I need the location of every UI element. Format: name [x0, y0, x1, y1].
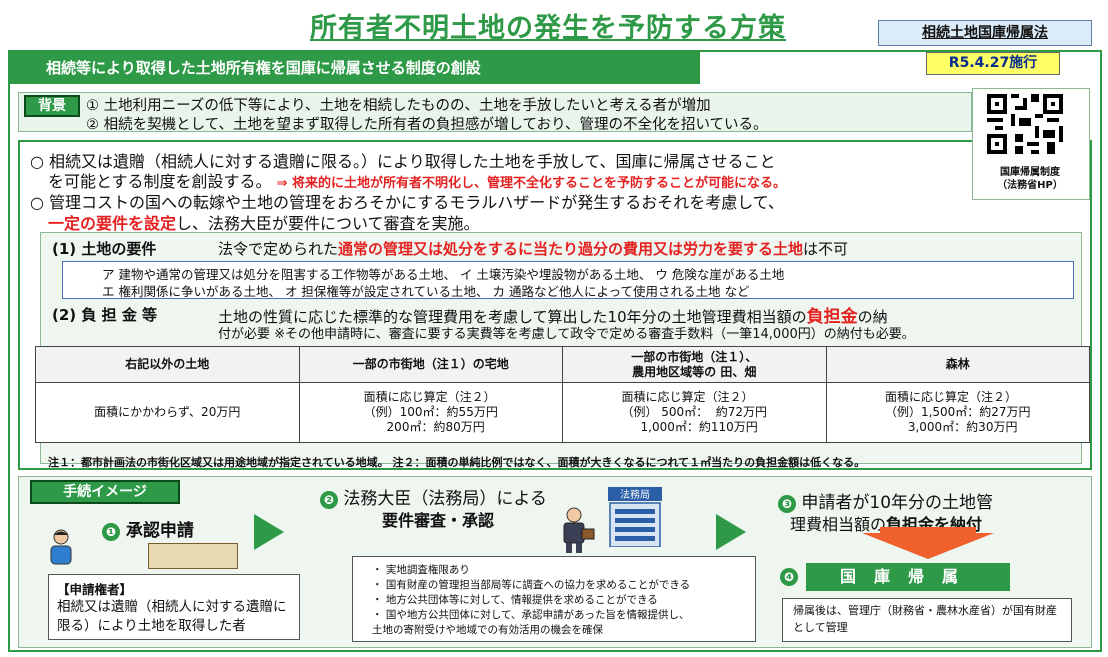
fee-note: 注１：都市計画法の市街化区域又は用途地域が指定されている地域。 注２：面積の単純…: [48, 456, 866, 469]
requirements-item-1: ア 建物や通常の管理又は処分を阻害する工作物等がある土地、 イ 土壌汚染や埋設物…: [102, 267, 785, 282]
arrow-down-icon: [862, 533, 994, 559]
background-line-1: ① 土地利用ニーズの低下等により、土地を相続したものの、土地を手放したいと考える…: [86, 98, 711, 114]
fee-val-2: 面積に応じ算定（注２） （例） 500㎡： 約72万円 1,000㎡：約110万…: [562, 382, 827, 443]
fees-text-2: 付が必要 ※その他申請時に、審査に要する実費等を考慮して政令で定める審査手数料（…: [218, 327, 915, 342]
step-1: ❶ 承認申請: [102, 516, 194, 541]
fee-col-1: 一部の市街地（注１）の宅地: [298, 346, 563, 383]
requirements-text: 法令で定められた通常の管理又は処分をするに当たり過分の費用又は労力を要する土地は…: [218, 240, 849, 258]
fee-table-header: 右記以外の土地 一部の市街地（注１）の宅地 一部の市街地（注１）、 農用地区域等…: [35, 346, 1090, 383]
fee-col-3: 森林: [825, 346, 1090, 383]
official-person-icon: [563, 507, 595, 553]
fee-table-row: 面積にかかわらず、20万円 面積に応じ算定（注２） （例）100㎡：約55万円 …: [35, 382, 1090, 443]
fees-text: 土地の性質に応じた標準的な管理費用を考慮して算出した10年分の土地管理費相当額の…: [218, 307, 888, 327]
review-conditions-bubble: [352, 556, 756, 642]
background-tag: 背景: [24, 95, 80, 117]
review-condition: ・ 地方公共団体等に対して、情報提供を求めることができる: [372, 594, 658, 606]
arrow-down-bar: [880, 527, 976, 535]
content-frame: [8, 50, 1102, 652]
legal-bureau-building-icon: 法務局: [608, 487, 662, 547]
step-4-number: ❹: [780, 568, 798, 586]
bullet-2-a: ○ 管理コストの国への転嫁や土地の管理をおろそかにするモラルハザードが発生するお…: [30, 193, 784, 212]
arrow-right-icon: [254, 514, 284, 550]
fee-col-2: 一部の市街地（注１）、 農用地区域等の 田、畑: [562, 346, 827, 383]
fees-heading: (2) 負 担 金 等: [52, 306, 158, 324]
qr-code-icon[interactable]: [983, 90, 1067, 158]
applicant-text: 相続又は遺贈（相続人に対する遺贈に限る）により土地を取得した者: [57, 599, 287, 634]
requirements-list: [62, 261, 1074, 299]
requirements-heading: (1) 土地の要件: [52, 240, 157, 258]
applicant-box: 【申請権者】 相続又は遺贈（相続人に対する遺贈に限る）により土地を取得した者: [48, 574, 300, 640]
bullet-2-b: 一定の要件を設定し、法務大臣が要件について審査を実施。: [48, 214, 480, 233]
procedure-tag: 手続イメージ: [30, 480, 180, 504]
bullet-1-note: ⇒ 将来的に土地が所有者不明化し、管理不全化することを予防することが可能になる。: [276, 176, 787, 191]
bullet-1-b: を可能とする制度を創設する。 ⇒ 将来的に土地が所有者不明化し、管理不全化するこ…: [48, 172, 787, 191]
review-condition: ・ 実地調査権限あり: [372, 564, 470, 576]
land-icon: [148, 543, 238, 569]
bullet-1-a: ○ 相続又は遺贈（相続人に対する遺贈に限る。）により取得した土地を手放して、国庫…: [30, 152, 776, 171]
step-3-a: ❸ 申請者が10年分の土地管: [778, 488, 993, 513]
qr-label: 国庫帰属制度 （法務省HP）: [997, 167, 1063, 191]
applicant-title: 【申請権者】: [57, 582, 133, 597]
review-condition: ・ 国有財産の管理担当部局等に調査への協力を求めることができる: [372, 579, 691, 591]
effective-date-badge: R5.4.27施行: [926, 52, 1060, 75]
fee-val-3: 面積に応じ算定（注２） （例）1,500㎡：約27万円 3,000㎡：約30万円: [825, 382, 1090, 443]
fee-col-0: 右記以外の土地: [35, 346, 300, 383]
banner: 相続等により取得した土地所有権を国庫に帰属させる制度の創設: [10, 52, 700, 84]
page-title: 所有者不明土地の発生を予防する方策: [310, 13, 786, 44]
fee-table: 右記以外の土地 一部の市街地（注１）の宅地 一部の市街地（注１）、 農用地区域等…: [35, 346, 1090, 443]
fee-val-0: 面積にかかわらず、20万円: [35, 382, 300, 443]
review-condition: 土地の寄附受けや地域での有効活用の機会を確保: [372, 624, 603, 636]
law-name-badge: 相続土地国庫帰属法: [878, 20, 1092, 46]
arrow-right-icon: [716, 514, 746, 550]
review-condition: ・ 国や地方公共団体に対して、承認申請があった旨を情報提供し、: [372, 609, 690, 621]
background-box: [18, 92, 972, 132]
fee-val-1: 面積に応じ算定（注２） （例）100㎡：約55万円 200㎡：約80万円: [298, 382, 563, 443]
step-2-b: 要件審査・承認: [382, 511, 495, 530]
bureau-sign: 法務局: [620, 488, 650, 501]
requirements-item-2: エ 権利関係に争いがある土地、 オ 担保権等が設定されている土地、 カ 通路など…: [102, 284, 750, 299]
applicant-person-icon: [50, 529, 72, 565]
step-2-a: ❷ 法務大臣（法務局）による: [320, 484, 547, 509]
step-4-national-treasury: 国庫帰属: [806, 563, 1010, 591]
background-line-2: ② 相続を契機として、土地を望まず取得した所有者の負担感が増しており、管理の不全…: [86, 117, 768, 133]
bullet-2-red: 一定の要件を設定: [48, 214, 177, 233]
after-management-box: 帰属後は、管理庁（財務省・農林水産省）が国有財産として管理: [782, 598, 1072, 642]
